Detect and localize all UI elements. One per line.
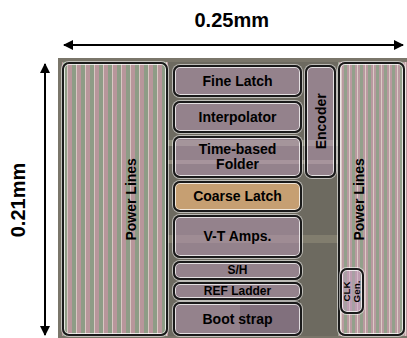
block-label: Power Lines (124, 158, 139, 240)
die-block: REF Ladder (173, 282, 302, 300)
power-stripes (338, 62, 407, 336)
die-block: Power LinesCLK Gen. (338, 62, 405, 336)
power-stripes (62, 62, 168, 336)
die-block: Boot strap (173, 302, 302, 336)
die-block: Coarse Latch (173, 181, 302, 212)
block-label: Fine Latch (202, 74, 272, 89)
dimension-label: 0.25mm (195, 10, 270, 30)
die-block: Time-based Folder (173, 136, 302, 178)
die-block: Interpolator (173, 101, 302, 133)
block-label: CLK Gen. (342, 273, 363, 309)
block-label: Encoder (313, 93, 328, 149)
block-label: S/H (227, 264, 247, 277)
block-label: Coarse Latch (193, 189, 282, 204)
die-block: Fine Latch (173, 65, 302, 97)
core-ground (168, 62, 338, 336)
die-block: V-T Amps. (173, 215, 302, 258)
block-label: Power Lines (351, 158, 366, 240)
die-ground (58, 58, 407, 338)
dimension-arrow (44, 64, 46, 335)
block-label: REF Ladder (204, 285, 271, 298)
block-label: Boot strap (203, 312, 273, 327)
dimension-arrow (64, 44, 403, 46)
block-label: Interpolator (199, 110, 277, 125)
block-label: Time-based Folder (188, 142, 288, 171)
die-block: Power Lines (62, 62, 168, 336)
die-block: Encoder (305, 65, 336, 178)
die-block: S/H (173, 261, 302, 280)
die-block: CLK Gen. (340, 268, 364, 314)
dimension-label: 0.21mm (8, 163, 28, 238)
block-label: V-T Amps. (204, 229, 272, 244)
